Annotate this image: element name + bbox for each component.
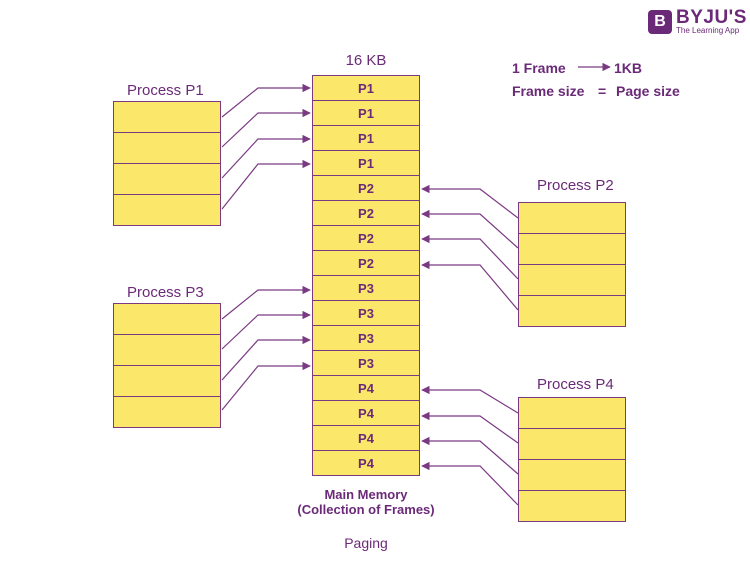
memory-frame: P1 [312, 101, 420, 126]
legend-equals: = [598, 83, 607, 99]
page-cell [113, 164, 221, 195]
process-p3-pages [113, 303, 221, 428]
process-p1-label: Process P1 [127, 82, 204, 99]
p4-arrow [421, 385, 519, 414]
memory-frame: P2 [312, 226, 420, 251]
logo-tagline: The Learning App [676, 26, 740, 35]
byjus-logo: B BYJU'S The Learning App [648, 8, 747, 35]
memory-frame: P3 [312, 276, 420, 301]
page-cell [518, 296, 626, 327]
legend-frame-label: 1 Frame [512, 60, 566, 76]
process-p1-pages [113, 101, 221, 226]
p3-arrow [221, 335, 311, 381]
memory-frame: P3 [312, 351, 420, 376]
paging-title: Paging [344, 535, 388, 551]
page-cell [518, 460, 626, 491]
p3-arrow [221, 285, 311, 320]
page-cell [518, 234, 626, 265]
memory-frame: P2 [312, 201, 420, 226]
page-cell [113, 366, 221, 397]
page-cell [113, 195, 221, 226]
page-cell [518, 265, 626, 296]
p1-arrow [221, 159, 311, 210]
memory-frame: P4 [312, 451, 420, 476]
p4-arrow [421, 411, 519, 444]
memory-frame: P1 [312, 126, 420, 151]
process-p3-label: Process P3 [127, 284, 204, 301]
logo-badge: B [648, 9, 672, 34]
page-cell [113, 397, 221, 428]
process-p2-label: Process P2 [537, 177, 614, 194]
memory-frame: P4 [312, 376, 420, 401]
legend-page-size-label: Page size [616, 83, 680, 99]
memory-frame: P3 [312, 301, 420, 326]
logo-name: BYJU'S [676, 7, 747, 28]
memory-frame: P4 [312, 426, 420, 451]
page-cell [518, 491, 626, 522]
p4-arrow [421, 436, 519, 475]
page-cell [518, 429, 626, 460]
p3-arrow [221, 310, 311, 350]
memory-size-label: 16 KB [345, 52, 387, 69]
page-cell [113, 133, 221, 164]
legend-kb-label: 1KB [614, 60, 643, 76]
memory-frame: P2 [312, 176, 420, 201]
p1-arrow [221, 134, 311, 179]
legend-frame-size-label: Frame size [512, 83, 585, 99]
p2-arrow [421, 260, 519, 311]
p2-arrow [421, 209, 519, 249]
memory-frame: P3 [312, 326, 420, 351]
page-cell [113, 303, 221, 335]
memory-frame: P2 [312, 251, 420, 276]
page-cell [518, 202, 626, 234]
p1-arrow [221, 108, 311, 148]
p2-arrow [421, 184, 519, 219]
process-p4-label: Process P4 [537, 376, 614, 393]
memory-frame: P1 [312, 151, 420, 176]
page-cell [518, 397, 626, 429]
memory-frame: P1 [312, 75, 420, 101]
p1-arrow [221, 83, 311, 118]
memory-caption-line1: Main Memory [324, 487, 408, 502]
page-cell [113, 101, 221, 133]
p4-arrow [421, 461, 519, 506]
process-p2-pages [518, 202, 626, 327]
memory-frame: P4 [312, 401, 420, 426]
p2-arrow [421, 234, 519, 280]
page-cell [113, 335, 221, 366]
process-p4-pages [518, 397, 626, 522]
p3-arrow [221, 361, 311, 411]
memory-caption-line2: (Collection of Frames) [297, 502, 435, 517]
